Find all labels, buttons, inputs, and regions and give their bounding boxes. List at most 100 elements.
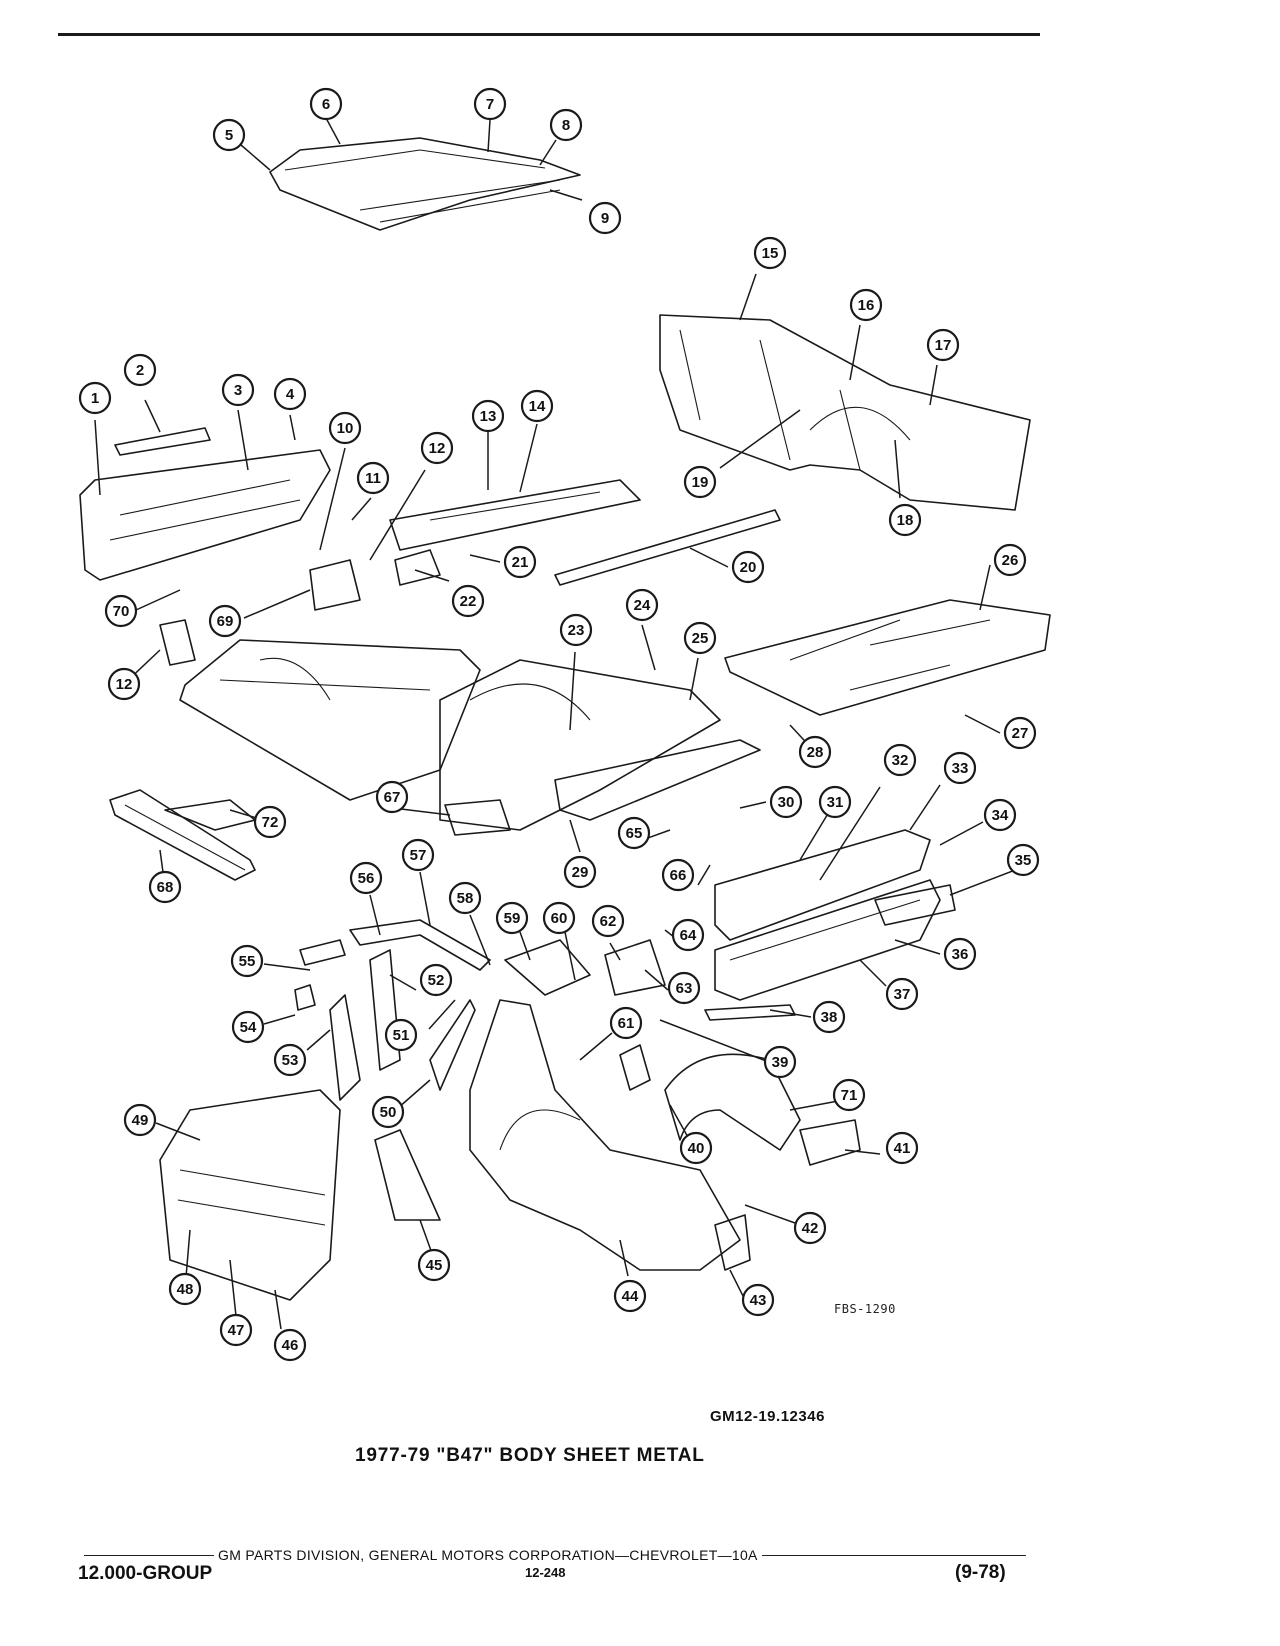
callout: 33 <box>943 751 977 785</box>
callout: 5 <box>212 118 246 152</box>
callout: 64 <box>671 918 705 952</box>
callout: 70 <box>104 594 138 628</box>
callout: 66 <box>661 858 695 892</box>
roof-rail <box>554 509 781 586</box>
callout: 62 <box>591 904 625 938</box>
callout: 28 <box>798 735 832 769</box>
svg-text:55: 55 <box>239 953 256 970</box>
callout: 6 <box>309 87 343 121</box>
svg-text:39: 39 <box>772 1054 789 1071</box>
svg-text:11: 11 <box>365 470 381 487</box>
callout: 1 <box>78 381 112 415</box>
callout: 29 <box>563 855 597 889</box>
svg-text:63: 63 <box>676 980 693 997</box>
svg-text:46: 46 <box>282 1337 299 1354</box>
svg-text:64: 64 <box>680 927 697 944</box>
svg-text:29: 29 <box>572 864 589 881</box>
footer-rule-right <box>761 1554 1026 1556</box>
svg-text:58: 58 <box>457 890 474 907</box>
svg-text:68: 68 <box>157 879 174 896</box>
svg-text:48: 48 <box>177 1281 194 1298</box>
callout: 68 <box>148 870 182 904</box>
floor-crossmember <box>164 799 256 831</box>
svg-text:16: 16 <box>858 297 875 314</box>
callout: 45 <box>417 1248 451 1282</box>
svg-text:67: 67 <box>384 789 401 806</box>
callout: 24 <box>625 588 659 622</box>
rocker-panel <box>109 789 256 881</box>
callout: 48 <box>168 1272 202 1306</box>
pillar-parts <box>329 919 491 1221</box>
svg-text:50: 50 <box>380 1104 397 1121</box>
callout: 18 <box>888 503 922 537</box>
callout: 71 <box>832 1078 866 1112</box>
callout: 4 <box>273 377 307 411</box>
callout: 10 <box>328 411 362 445</box>
svg-text:65: 65 <box>626 825 643 842</box>
callout: 63 <box>667 971 701 1005</box>
callout: 67 <box>375 780 409 814</box>
svg-text:47: 47 <box>228 1322 245 1339</box>
footer-division-line: GM PARTS DIVISION, GENERAL MOTORS CORPOR… <box>80 1547 1030 1563</box>
svg-text:17: 17 <box>935 337 952 354</box>
svg-text:45: 45 <box>426 1257 443 1274</box>
rear-end-panel <box>714 829 941 1001</box>
footer-group-label: 12.000-GROUP <box>78 1563 213 1584</box>
callouts: 1 2 3 4 5 6 7 8 9 10 11 12 12 13 14 15 1… <box>78 87 1040 1362</box>
svg-text:44: 44 <box>622 1288 639 1305</box>
svg-text:13: 13 <box>480 408 497 425</box>
callout: 8 <box>549 108 583 142</box>
svg-text:61: 61 <box>618 1015 635 1032</box>
callout: 34 <box>983 798 1017 832</box>
svg-text:18: 18 <box>897 512 914 529</box>
svg-text:21: 21 <box>512 554 529 571</box>
svg-text:43: 43 <box>750 1292 767 1309</box>
footer-date-code: (9-78) <box>955 1562 1006 1583</box>
callout: 37 <box>885 977 919 1011</box>
quarter-panel <box>469 999 741 1271</box>
svg-text:56: 56 <box>358 870 375 887</box>
footer-division-text: GM PARTS DIVISION, GENERAL MOTORS CORPOR… <box>218 1547 758 1563</box>
svg-text:51: 51 <box>393 1027 410 1044</box>
svg-text:5: 5 <box>225 127 233 144</box>
svg-text:22: 22 <box>460 593 477 610</box>
svg-text:53: 53 <box>282 1052 299 1069</box>
callout: 47 <box>219 1313 253 1347</box>
svg-text:32: 32 <box>892 752 909 769</box>
svg-text:70: 70 <box>113 603 130 620</box>
callout: 49 <box>123 1103 157 1137</box>
svg-text:24: 24 <box>634 597 651 614</box>
roof-inner-panel <box>389 479 641 551</box>
svg-text:9: 9 <box>601 210 609 227</box>
svg-text:15: 15 <box>762 245 779 262</box>
callout: 30 <box>769 785 803 819</box>
rear-deck-lid <box>724 599 1051 716</box>
dash-panel <box>79 427 331 581</box>
callout: 46 <box>273 1328 307 1362</box>
svg-text:71: 71 <box>841 1087 858 1104</box>
svg-text:34: 34 <box>992 807 1009 824</box>
callout: 14 <box>520 389 554 423</box>
svg-text:38: 38 <box>821 1009 838 1026</box>
svg-text:60: 60 <box>551 910 568 927</box>
callout: 11 <box>356 461 390 495</box>
callout: 21 <box>503 545 537 579</box>
svg-text:42: 42 <box>802 1220 819 1237</box>
callout: 2 <box>123 353 157 387</box>
footer-rule-left <box>84 1554 214 1556</box>
callout: 36 <box>943 937 977 971</box>
svg-text:36: 36 <box>952 946 969 963</box>
callout: 13 <box>471 399 505 433</box>
svg-text:30: 30 <box>778 794 795 811</box>
leader-lines <box>94 117 1024 1330</box>
callout: 17 <box>926 328 960 362</box>
callout: 59 <box>495 901 529 935</box>
svg-text:62: 62 <box>600 913 617 930</box>
svg-text:3: 3 <box>234 382 242 399</box>
svg-text:31: 31 <box>827 794 844 811</box>
callout: 44 <box>613 1279 647 1313</box>
callout: 27 <box>1003 716 1037 750</box>
figure-reference-number: GM12-19.12346 <box>710 1408 825 1425</box>
svg-text:35: 35 <box>1015 852 1032 869</box>
